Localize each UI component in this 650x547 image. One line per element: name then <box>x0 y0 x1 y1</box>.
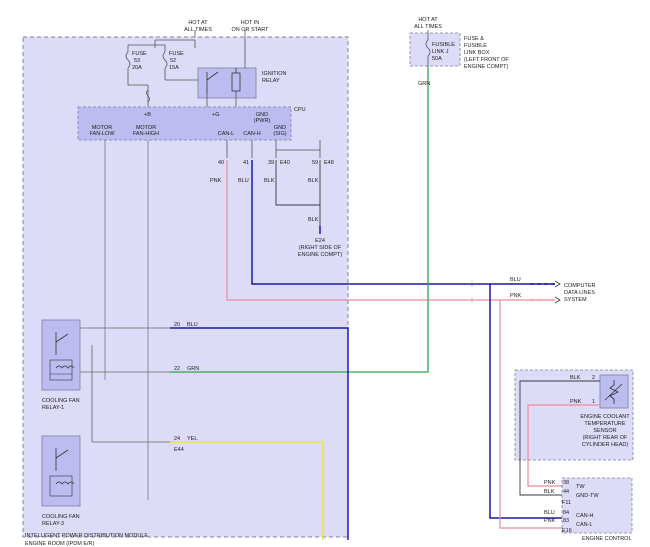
fuse-box-label-5: ENGINE COMPT) <box>464 64 508 70</box>
wire-label-blk-3: BLK <box>308 217 319 223</box>
relay-wire-grn: GRN <box>187 366 199 372</box>
ecu-gnd-tw: GND-TW <box>576 493 599 499</box>
ecu-tw: TW <box>576 484 585 490</box>
ecu-pin-44: 44 <box>563 489 569 495</box>
fuse-53-rating: 20A <box>132 65 142 71</box>
ecu-pin-83: 83 <box>563 518 569 524</box>
plus-g-label: +G <box>212 112 220 118</box>
pin-40: 40 <box>218 160 224 166</box>
ecu-pnk-2: PNK <box>544 518 556 524</box>
relay-pin-22: 22 <box>174 366 180 372</box>
data-lines-blu: BLU <box>510 277 521 283</box>
fuse-box-label: FUSE & <box>464 36 484 42</box>
plus-b-label: +B <box>144 112 151 118</box>
fuse-52-rating: 15A <box>169 65 179 71</box>
wire-label-blu: BLU <box>238 178 249 184</box>
data-lines-label-3: SYSTEM <box>564 297 587 303</box>
ecu-f11: F11 <box>562 500 571 506</box>
ground-e24: E24 <box>315 238 325 244</box>
relay-pin-24: 24 <box>174 436 180 442</box>
fusible-link-label-2: LINK J <box>432 49 449 55</box>
ground-location-2: ENGINE COMPT) <box>298 252 342 258</box>
hot-in-on-label-2: ON OR START <box>231 27 269 33</box>
fuse-53-label: FUSE <box>132 51 147 57</box>
motor-fan-high-label-2: FAN-HIGH <box>133 131 159 137</box>
hot-at-all-times-label-2: ALL TIMES <box>184 27 212 33</box>
ect-pin-1: 1 <box>592 399 595 405</box>
ignition-relay-label-2: RELAY <box>262 78 280 84</box>
relay-pin-20: 20 <box>174 322 180 328</box>
fuse-box-label-4: (LEFT FRONT OF <box>464 57 509 63</box>
fuse-52-label: FUSE <box>169 51 184 57</box>
fusible-link-label: FUSIBLE <box>432 42 455 48</box>
motor-fan-low-label-2: FAN-LOW <box>89 131 115 137</box>
cooling-fan-relay-3 <box>42 436 80 506</box>
ecu-box <box>562 478 632 533</box>
ipdm-label: INTELLIGENT POWER DISTRIBUTION MODULE <box>25 533 148 539</box>
ground-location: (RIGHT SIDE OF <box>299 245 342 251</box>
relay-3-label: COOLING FAN <box>42 514 80 520</box>
cpu-label: CPU <box>294 107 306 113</box>
ignition-relay-label: IGNITION <box>262 71 286 77</box>
fuse-52-number: 52 <box>170 58 176 64</box>
can-h-label: CAN-H <box>243 131 260 137</box>
connector-e40: E40 <box>280 160 290 166</box>
fusible-link-rating: 50A <box>432 56 442 62</box>
ect-pnk: PNK <box>570 399 582 405</box>
ect-label-2: TEMPERATURE <box>584 421 625 427</box>
fuse-box-hot: HOT AT <box>418 17 438 23</box>
ecu-blu: BLU <box>544 510 555 516</box>
ecu-can-l: CAN-L <box>576 522 593 528</box>
wire-label-blk-2: BLK <box>308 178 319 184</box>
ecu-pin-38: 38 <box>563 480 569 486</box>
wire-label-pnk: PNK <box>210 178 222 184</box>
hot-in-on-label: HOT IN <box>241 20 260 26</box>
relay-wire-blu: BLU <box>187 322 198 328</box>
relay-1-label: COOLING FAN <box>42 398 80 404</box>
data-lines-label: COMPUTER <box>564 283 596 289</box>
ecu-can-h: CAN-H <box>576 513 593 519</box>
pin-39: 39 <box>268 160 274 166</box>
ect-pin-2: 2 <box>592 375 595 381</box>
grn-wire-label: GRN <box>418 81 430 87</box>
pin-41: 41 <box>243 160 249 166</box>
relay-3-label-2: RELAY-3 <box>42 521 64 527</box>
gnd-pwr-label-2: (PWR) <box>254 118 271 124</box>
fuse-53-number: 53 <box>134 58 140 64</box>
pin-59: 59 <box>312 160 318 166</box>
wire-label-blk-1: BLK <box>264 178 275 184</box>
ect-label: ENGINE COOLANT <box>580 414 630 420</box>
fuse-box-hot-2: ALL TIMES <box>414 24 442 30</box>
connector-e44: E44 <box>174 447 184 453</box>
gnd-sig-label-2: (SIG) <box>273 131 286 137</box>
data-lines-pnk: PNK <box>510 293 522 299</box>
ecu-e16: E16 <box>562 528 572 534</box>
ecu-pnk: PNK <box>544 480 556 486</box>
ect-blk: BLK <box>570 375 581 381</box>
cooling-fan-relay-1 <box>42 320 80 390</box>
ecu-pin-84: 84 <box>563 510 569 516</box>
ecu-blk: BLK <box>544 489 555 495</box>
relay-1-label-2: RELAY-1 <box>42 405 64 411</box>
connector-e48: E48 <box>324 160 334 166</box>
ipdm-label-2: ENGINE ROOM (IPDM E/R) <box>25 541 95 547</box>
relay-wire-yel: YEL <box>187 436 197 442</box>
data-lines-label-2: DATA LINES <box>564 290 595 296</box>
can-l-label: CAN-L <box>218 131 235 137</box>
ect-label-5: CYLINDER HEAD) <box>582 442 629 448</box>
hot-at-all-times-label: HOT AT <box>188 20 208 26</box>
ect-label-4: (RIGHT REAR OF <box>583 435 628 441</box>
fuse-box-label-2: FUSIBLE <box>464 43 487 49</box>
fuse-box-label-3: LINK BOX <box>464 50 490 56</box>
ect-label-3: SENSOR <box>593 428 616 434</box>
ecu-label: ENGINE CONTROL <box>582 536 632 542</box>
